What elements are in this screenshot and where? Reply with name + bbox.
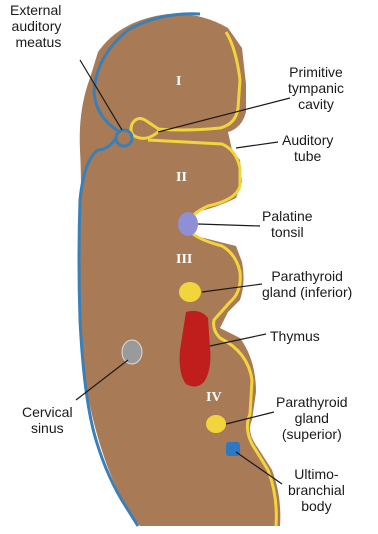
- label-parathyroid-superior: Parathyroid gland (superior): [276, 394, 348, 442]
- label-external-auditory-meatus: External auditory meatus: [10, 2, 61, 50]
- parathyroid-superior: [206, 415, 226, 433]
- palatine-tonsil: [178, 212, 198, 236]
- external-meatus: [116, 130, 132, 146]
- leader-tonsil: [198, 224, 260, 226]
- embryo-tissue: [78, 14, 280, 526]
- label-cervical-sinus: Cervical sinus: [22, 404, 73, 436]
- parathyroid-inferior: [179, 282, 201, 302]
- arch-label-1: I: [176, 74, 181, 90]
- leader-auditory: [236, 142, 278, 148]
- arch-label-3: III: [176, 252, 192, 268]
- label-thymus: Thymus: [270, 328, 320, 344]
- label-primitive-tympanic-cavity: Primitive tympanic cavity: [288, 64, 344, 112]
- cervical-sinus: [122, 340, 142, 364]
- label-parathyroid-inferior: Parathyroid gland (inferior): [262, 268, 352, 300]
- label-palatine-tonsil: Palatine tonsil: [262, 208, 313, 240]
- label-auditory-tube: Auditory tube: [282, 132, 333, 164]
- arch-label-2: II: [176, 170, 187, 186]
- label-ultimobranchial-body: Ultimo- branchial body: [288, 466, 345, 514]
- arch-label-4: IV: [206, 390, 222, 406]
